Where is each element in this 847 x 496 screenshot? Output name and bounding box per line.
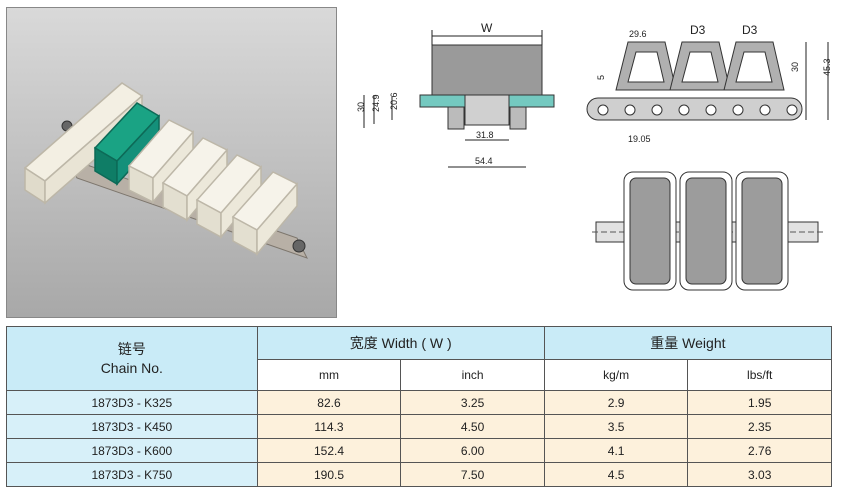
unit-lbsft: lbs/ft [687,359,832,391]
product-photo [6,7,337,318]
chain-no-header: 链号 Chain No. [6,326,258,391]
kgm-cell: 3.5 [543,414,689,439]
chain-illustration [23,82,308,259]
dim-5: 5 [596,75,606,80]
dim-19-05: 19.05 [628,134,651,144]
lbsft-cell: 3.03 [687,462,832,487]
d3-label-2: D3 [742,23,758,37]
table-row: 1873D3 - K600 152.4 6.00 4.1 2.76 [6,438,832,463]
chain-no-cell: 1873D3 - K750 [6,462,258,487]
front-view: W 30 24.9 20.6 31.8 54.4 [356,21,555,168]
unit-mm: mm [256,359,402,391]
chain-no-cell: 1873D3 - K325 [6,390,258,415]
mm-cell: 190.5 [256,462,402,487]
mm-cell: 152.4 [256,438,402,463]
table-row: 1873D3 - K325 82.6 3.25 2.9 1.95 [6,390,832,415]
width-header: 宽度 Width ( W ) [256,326,545,360]
weight-header: 重量 Weight [543,326,833,360]
unit-inch: inch [400,359,545,391]
spec-table: 链号 Chain No. 宽度 Width ( W ) 重量 Weight mm… [6,326,833,487]
dim-20-6: 20.6 [389,92,399,110]
mm-cell: 82.6 [256,390,402,415]
chain-no-cn: 链号 [117,340,146,357]
table-row: 1873D3 - K450 114.3 4.50 3.5 2.35 [6,414,832,439]
technical-drawing: W 30 24.9 20.6 31.8 54.4 D3 D3 [356,21,832,291]
mm-cell: 114.3 [256,414,402,439]
side-view: D3 D3 29.6 5 30 45.3 19.05 [586,23,832,144]
top-view [592,171,824,291]
dim-29-6: 29.6 [629,29,647,39]
dim-54-4: 54.4 [475,156,493,166]
dim-45-3: 45.3 [822,58,832,76]
dim-30-side: 30 [790,62,800,72]
width-dim-label: W [481,21,493,35]
kgm-cell: 4.1 [543,438,689,463]
kgm-cell: 2.9 [543,390,689,415]
dim-24-9: 24.9 [371,94,381,112]
chain-no-cell: 1873D3 - K450 [6,414,258,439]
kgm-cell: 4.5 [543,462,689,487]
unit-kgm: kg/m [543,359,689,391]
lbsft-cell: 1.95 [687,390,832,415]
dim-30: 30 [356,102,366,112]
inch-cell: 6.00 [400,438,545,463]
lbsft-cell: 2.76 [687,438,832,463]
chain-no-en: Chain No. [100,359,163,376]
dim-31-8: 31.8 [476,130,494,140]
lbsft-cell: 2.35 [687,414,832,439]
inch-cell: 4.50 [400,414,545,439]
inch-cell: 3.25 [400,390,545,415]
chain-no-cell: 1873D3 - K600 [6,438,258,463]
table-row: 1873D3 - K750 190.5 7.50 4.5 3.03 [6,462,832,487]
inch-cell: 7.50 [400,462,545,487]
d3-label-1: D3 [690,23,706,37]
